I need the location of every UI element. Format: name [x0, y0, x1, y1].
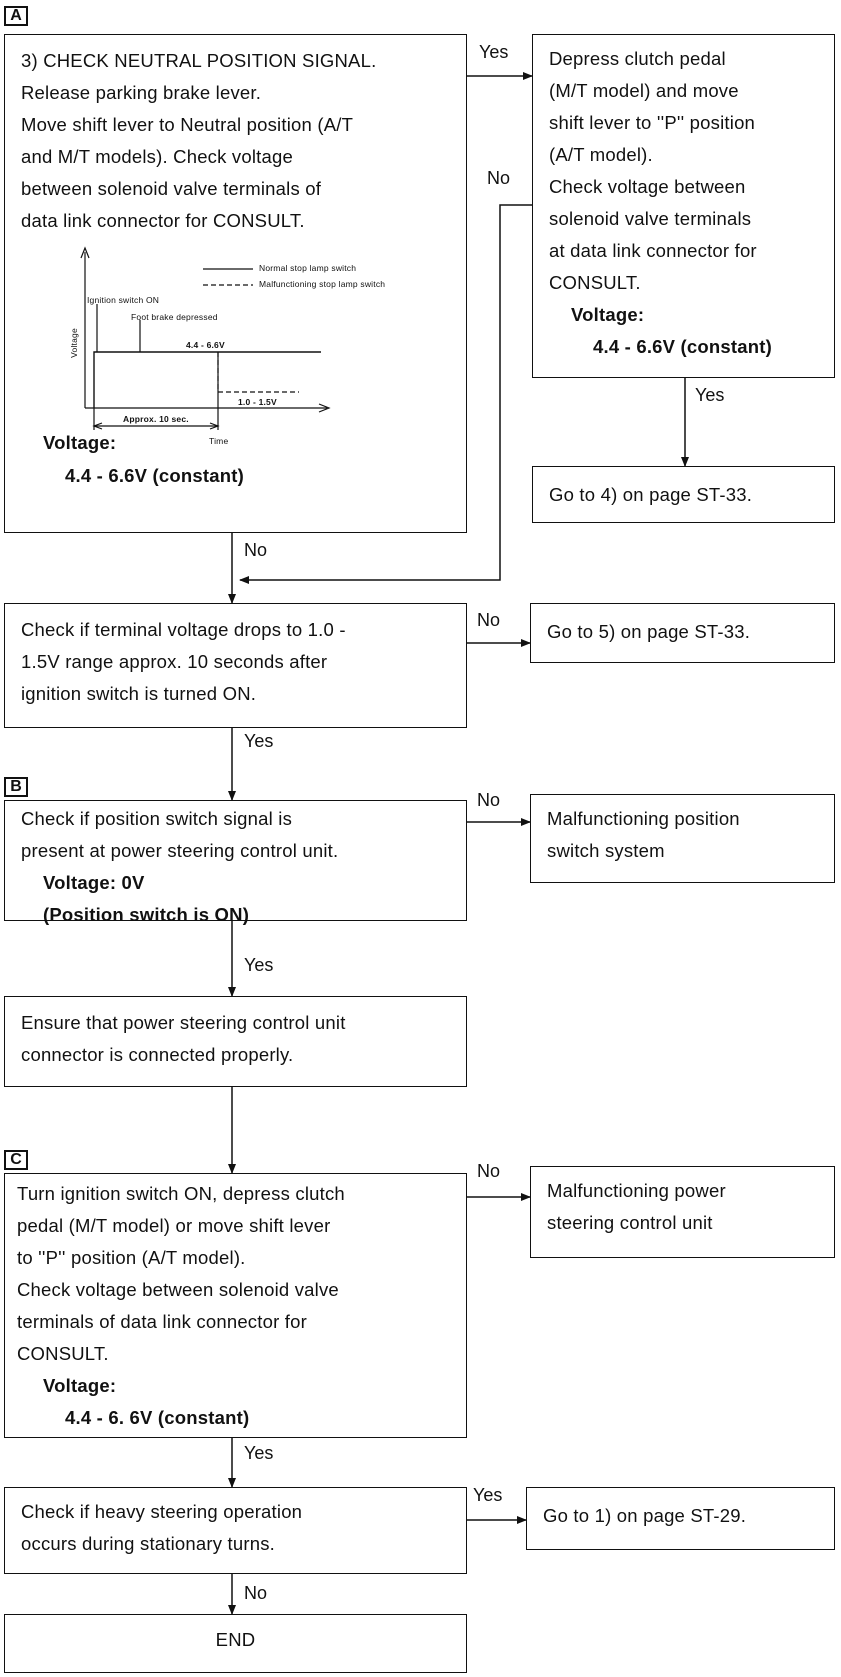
label-yes-box1: Yes	[479, 42, 509, 62]
graph-approx-arrow-left	[92, 422, 103, 430]
label-no-box4: No	[477, 610, 501, 630]
section-marker-a: A	[4, 6, 28, 26]
box2-line-5: Check voltage between	[549, 176, 746, 197]
box8-line-1: Ensure that power steering control unit	[21, 1012, 346, 1033]
arrow-box2-no-return	[239, 204, 532, 584]
graph-legend-normal: Normal stop lamp switch	[259, 263, 357, 273]
box2-line-7: at data link connector for	[549, 240, 757, 261]
graph-y-arrow	[80, 246, 90, 259]
graph-approx-arrow-right	[209, 422, 220, 430]
box1-line-1: 3) CHECK NEUTRAL POSITION SIGNAL.	[21, 50, 377, 71]
box6-line-2: present at power steering control unit.	[21, 840, 339, 861]
box7-line-1: Malfunctioning position	[547, 808, 740, 829]
box4-line-1: Check if terminal voltage drops to 1.0 -	[21, 619, 346, 640]
box7-line-2: switch system	[547, 840, 665, 861]
box11-line-2: occurs during stationary turns.	[21, 1533, 276, 1554]
label-no-box9: No	[477, 1161, 501, 1181]
goto-1-box: Go to 1) on page ST-29.	[526, 1487, 835, 1550]
box6-note: (Position switch is ON)	[43, 904, 250, 925]
box1-voltage-value: 4.4 - 6.6V (constant)	[65, 465, 244, 486]
box6-voltage: Voltage: 0V	[43, 872, 145, 893]
box3-text: Go to 4) on page ST-33.	[549, 484, 753, 505]
goto-5-box: Go to 5) on page ST-33.	[530, 603, 835, 663]
box1-line-5: between solenoid valve terminals of	[21, 178, 322, 199]
check-terminal-voltage-box: Check if terminal voltage drops to 1.0 -…	[4, 603, 467, 728]
ensure-connector-box: Ensure that power steering control unit …	[4, 996, 467, 1087]
box9-voltage-value: 4.4 - 6. 6V (constant)	[65, 1407, 250, 1428]
section-marker-b: B	[4, 777, 28, 797]
voltage-time-graph: Normal stop lamp switch Malfunctioning s…	[69, 240, 423, 465]
turn-ignition-on-box: Turn ignition switch ON, depress clutch …	[4, 1173, 467, 1438]
section-marker-c: C	[4, 1150, 28, 1170]
box2-line-8: CONSULT.	[549, 272, 641, 293]
goto-4-box: Go to 4) on page ST-33.	[532, 466, 835, 523]
box4-line-2: 1.5V range approx. 10 seconds after	[21, 651, 328, 672]
box2-voltage-value: 4.4 - 6.6V (constant)	[593, 336, 772, 357]
box9-line-1: Turn ignition switch ON, depress clutch	[17, 1183, 345, 1204]
label-no-box11: No	[244, 1583, 268, 1603]
label-yes-box6: Yes	[244, 955, 274, 975]
check-neutral-position-box: 3) CHECK NEUTRAL POSITION SIGNAL. Releas…	[4, 34, 467, 533]
box9-line-6: CONSULT.	[17, 1343, 109, 1364]
box2-voltage-label: Voltage:	[571, 304, 645, 325]
box2-line-1: Depress clutch pedal	[549, 48, 726, 69]
box12-text: Go to 1) on page ST-29.	[543, 1505, 747, 1526]
label-yes-box2: Yes	[695, 385, 725, 405]
box9-line-5: terminals of data link connector for	[17, 1311, 307, 1332]
label-yes-box9: Yes	[244, 1443, 274, 1463]
check-position-switch-box: Check if position switch signal is prese…	[4, 800, 467, 925]
depress-clutch-box: Depress clutch pedal (M/T model) and mov…	[532, 34, 835, 378]
box1-line-2: Release parking brake lever.	[21, 82, 262, 103]
box9-line-2: pedal (M/T model) or move shift lever	[17, 1215, 331, 1236]
box2-line-4: (A/T model).	[549, 144, 653, 165]
box2-line-3: shift lever to ''P'' position	[549, 112, 756, 133]
graph-legend-malfunction: Malfunctioning stop lamp switch	[259, 279, 386, 289]
box4-line-3: ignition switch is turned ON.	[21, 683, 257, 704]
label-no-box1: No	[244, 540, 268, 560]
graph-low-label: 1.0 - 1.5V	[238, 397, 277, 407]
label-no-box6: No	[477, 790, 501, 810]
malfunctioning-control-unit-box: Malfunctioning power steering control un…	[530, 1166, 835, 1258]
box9-line-4: Check voltage between solenoid valve	[17, 1279, 339, 1300]
box8-line-2: connector is connected properly.	[21, 1044, 294, 1065]
box1-line-6: data link connector for CONSULT.	[21, 210, 305, 231]
graph-normal-line	[93, 351, 321, 408]
box2-line-6: solenoid valve terminals	[549, 208, 752, 229]
label-yes-box11: Yes	[473, 1485, 503, 1505]
box1-line-4: and M/T models). Check voltage	[21, 146, 293, 167]
box2-line-2: (M/T model) and move	[549, 80, 739, 101]
graph-high-label: 4.4 - 6.6V	[186, 340, 225, 350]
graph-x-label: Time	[209, 436, 229, 446]
box10-line-2: steering control unit	[547, 1212, 713, 1233]
malfunctioning-position-switch-box: Malfunctioning position switch system	[530, 794, 835, 883]
box10-line-1: Malfunctioning power	[547, 1180, 726, 1201]
graph-brake-label: Foot brake depressed	[131, 312, 218, 322]
box9-voltage-label: Voltage:	[43, 1375, 117, 1396]
box6-line-1: Check if position switch signal is	[21, 808, 293, 829]
box11-line-1: Check if heavy steering operation	[21, 1501, 303, 1522]
graph-approx-label: Approx. 10 sec.	[123, 414, 189, 424]
label-yes-box4: Yes	[244, 731, 274, 751]
box1-voltage-label: Voltage:	[43, 432, 117, 453]
graph-y-label: Voltage	[68, 328, 79, 358]
graph-x-arrow	[318, 403, 331, 413]
end-box: END	[4, 1614, 467, 1673]
box13-text: END	[215, 1629, 256, 1650]
check-heavy-steering-box: Check if heavy steering operation occurs…	[4, 1487, 467, 1574]
box5-text: Go to 5) on page ST-33.	[547, 621, 751, 642]
label-no-box2: No	[487, 168, 511, 188]
box9-line-3: to ''P'' position (A/T model).	[17, 1247, 246, 1268]
graph-ignition-label: Ignition switch ON	[87, 295, 160, 305]
graph-lines	[80, 246, 331, 430]
box1-line-3: Move shift lever to Neutral position (A/…	[21, 114, 354, 135]
